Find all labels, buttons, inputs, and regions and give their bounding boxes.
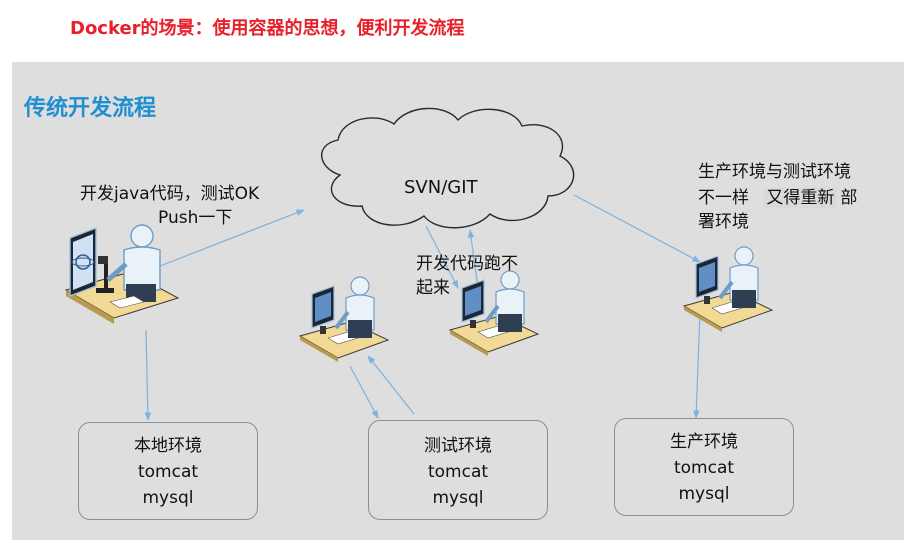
prod-annotation-line1: 生产环境与测试环境 xyxy=(698,162,851,182)
prod-annotation-line3: 署环境 xyxy=(698,212,749,232)
arrow-dev-to-repo xyxy=(159,209,305,267)
svn-git-cloud xyxy=(321,107,575,229)
arrow-dev-to-local xyxy=(144,329,152,421)
prod-annotation-part-b: 又得重新 xyxy=(764,188,837,208)
page-title: Docker的场景：使用容器的思想，便利开发流程 xyxy=(70,18,465,39)
env-server: tomcat xyxy=(427,462,489,482)
developer-icon xyxy=(64,224,180,324)
prod-annotation-line2: 不一样 又得重新部 xyxy=(698,186,857,210)
arrow-repo-to-prod xyxy=(573,194,701,263)
env-db: mysql xyxy=(142,488,194,508)
test-annotation-line2: 起来 xyxy=(416,278,450,298)
dev-annotation-line1: 开发java代码，测试OK xyxy=(80,184,260,204)
test-env-box: 测试环境 tomcat mysql xyxy=(368,420,548,520)
env-server: tomcat xyxy=(673,458,735,478)
test-annotation-line1: 开发代码跑不 xyxy=(416,254,518,274)
arrow-tester-to-repo xyxy=(467,229,479,289)
prod-annotation-part-c: 部 xyxy=(840,188,858,208)
arrow-worker-to-testenv xyxy=(349,365,379,419)
worker-icon-left xyxy=(298,275,390,364)
env-server: tomcat xyxy=(137,462,199,482)
env-db: mysql xyxy=(678,484,730,504)
dev-annotation-line2: Push一下 xyxy=(158,208,233,228)
ops-icon xyxy=(682,245,774,334)
section-title: 传统开发流程 xyxy=(24,96,157,121)
env-name: 测试环境 xyxy=(424,436,492,456)
arrow-prod-to-prodenv xyxy=(692,311,701,419)
arrow-testenv-to-worker xyxy=(367,355,415,415)
local-env-box: 本地环境 tomcat mysql xyxy=(78,422,258,520)
env-name: 本地环境 xyxy=(134,436,202,456)
arrow-repo-to-tester xyxy=(425,225,459,289)
env-db: mysql xyxy=(432,488,484,508)
prod-annotation-part-a: 不一样 xyxy=(698,188,749,208)
prod-env-box: 生产环境 tomcat mysql xyxy=(614,418,794,516)
tester-icon xyxy=(448,269,540,358)
cloud-label: SVN/GIT xyxy=(404,177,478,198)
env-name: 生产环境 xyxy=(670,432,738,452)
